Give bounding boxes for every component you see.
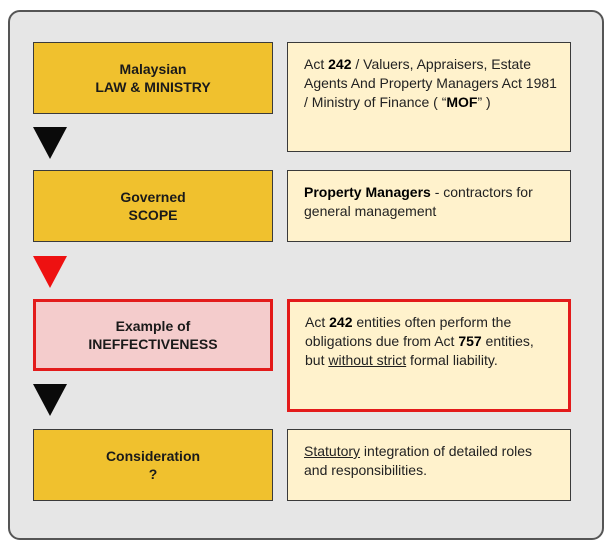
note-text: Act (304, 56, 329, 72)
consideration-line1: Consideration (105, 448, 201, 464)
governed-scope-line2: SCOPE (128, 207, 178, 223)
ineffectiveness-line2: INEFFECTIVENESS (88, 336, 218, 352)
governed-scope-box: Governed SCOPE (33, 170, 273, 242)
mof-abbrev: MOF (446, 94, 478, 110)
down-arrow-2 (33, 256, 67, 288)
law-ministry-line2: LAW & MINISTRY (95, 79, 211, 95)
property-managers-term: Property Managers (304, 184, 431, 200)
act-number: 242 (328, 56, 352, 72)
law-ministry-box: Malaysian LAW & MINISTRY (33, 42, 273, 114)
down-arrow-1 (33, 127, 67, 159)
consideration-note: Statutory integration of detailed roles … (287, 429, 571, 501)
down-arrow-3 (33, 384, 67, 416)
emphasis-text: without strict (328, 352, 407, 368)
note-text: integration of detailed roles and respon… (304, 443, 533, 478)
ineffectiveness-box: Example of INEFFECTIVENESS (33, 299, 273, 371)
ineffectiveness-note: Act 242 entities often perform the oblig… (287, 299, 571, 412)
law-ministry-note: Act 242 / Valuers, Appraisers, Estate Ag… (287, 42, 571, 152)
law-ministry-line1: Malaysian (119, 61, 187, 77)
ineffectiveness-line1: Example of (115, 318, 191, 334)
note-text: Act (305, 314, 330, 330)
governed-scope-note: Property Managers - contractors for gene… (287, 170, 571, 242)
note-text: formal liability. (406, 352, 498, 368)
note-text: entities often perform the obligations d… (305, 314, 512, 349)
note-text: entities, but (305, 333, 534, 368)
consideration-box: Consideration ? (33, 429, 273, 501)
note-text: / Valuers, Appraisers, Estate Agents And… (304, 56, 557, 110)
emphasis-text: Statutory (304, 443, 361, 459)
consideration-line2: ? (148, 466, 158, 482)
act-number: 242 (329, 314, 353, 330)
act-number: 757 (458, 333, 482, 349)
note-text: - contractors for general management (304, 184, 533, 219)
note-text: ” ) (477, 94, 491, 110)
governed-scope-line1: Governed (120, 189, 186, 205)
